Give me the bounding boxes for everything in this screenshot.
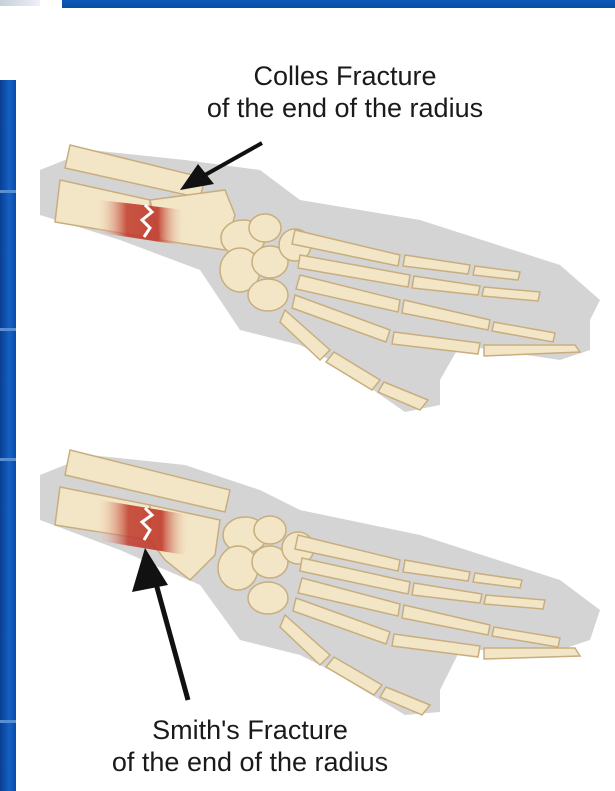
smith-hand-illustration	[40, 450, 600, 715]
colles-hand-illustration	[40, 143, 600, 412]
smith-caption-line2: of the end of the radius	[40, 746, 460, 778]
colles-caption-line1: Colles Fracture	[150, 60, 540, 92]
smith-fracture-caption: Smith's Fracture of the end of the radiu…	[40, 714, 460, 778]
smith-caption-line1: Smith's Fracture	[40, 714, 460, 746]
colles-fracture-caption: Colles Fracture of the end of the radius	[150, 60, 540, 124]
colles-caption-line2: of the end of the radius	[150, 92, 540, 124]
